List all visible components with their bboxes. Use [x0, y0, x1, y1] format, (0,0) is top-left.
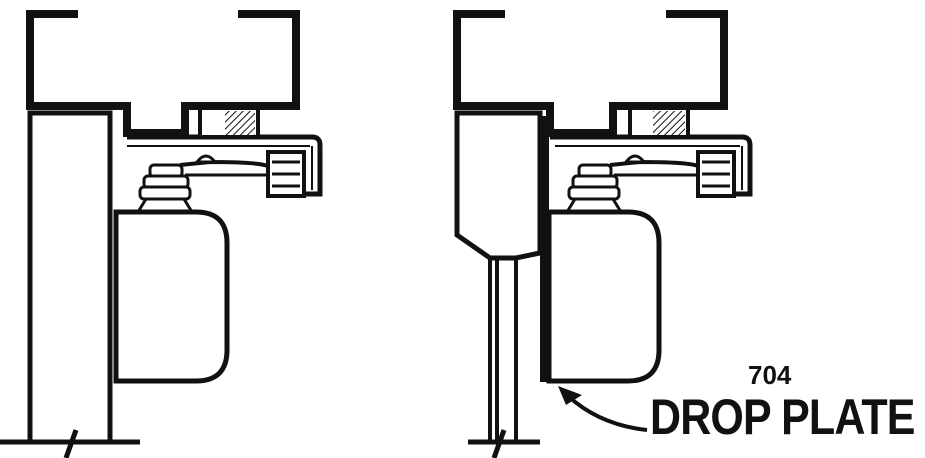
frame-header — [26, 10, 300, 137]
closer-arm — [179, 159, 269, 168]
part-number-label: 704 — [748, 360, 792, 390]
drop-plate-mount-view — [453, 10, 753, 458]
closer-pinion — [135, 163, 195, 214]
break-mark — [491, 429, 507, 458]
mounting-bracket — [127, 134, 323, 197]
arm-pin — [622, 154, 648, 164]
closer-body — [113, 209, 230, 384]
closer-arm — [609, 159, 699, 168]
standard-mount-view — [0, 10, 323, 458]
frame-header — [453, 10, 728, 137]
break-mark — [63, 429, 79, 458]
door-edge — [488, 258, 518, 442]
callout-arrow — [566, 394, 648, 432]
arrow-head — [558, 386, 582, 405]
mounting-bracket — [550, 134, 753, 197]
arm-pin — [193, 154, 219, 164]
closer-body — [546, 209, 662, 384]
closer-pinion — [564, 163, 624, 214]
door-leaf — [27, 110, 113, 442]
drop-plate-callout-label: DROP PLATE — [650, 389, 915, 445]
drop-plate — [540, 116, 549, 382]
door-leaf — [454, 110, 543, 261]
